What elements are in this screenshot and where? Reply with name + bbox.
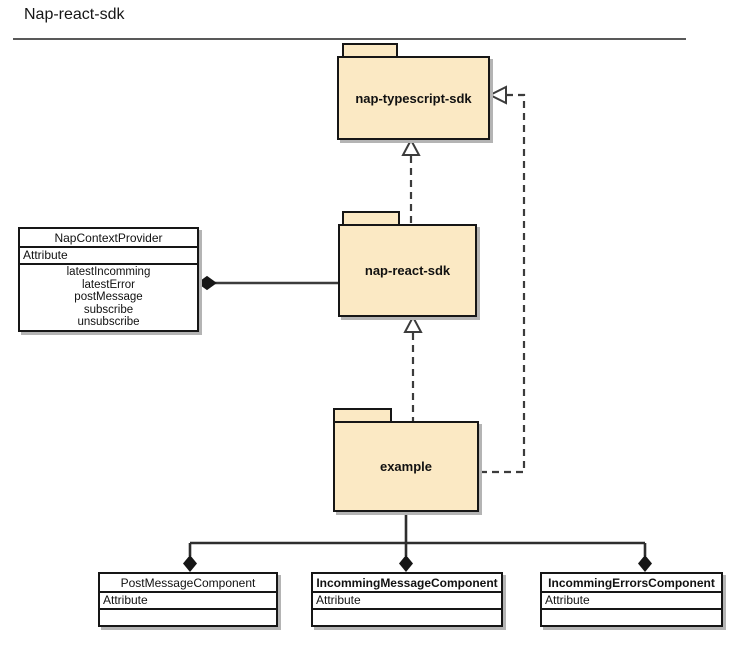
composition-tree-example-components — [183, 512, 652, 572]
package-example[interactable]: example — [333, 421, 479, 512]
attribute-item: latestIncomming — [66, 266, 151, 278]
package-tab-example — [333, 408, 392, 423]
arrow-example-to-typescript — [480, 85, 526, 474]
package-label: nap-typescript-sdk — [355, 90, 472, 106]
class-post-message-component[interactable]: PostMessageComponent Attribute — [98, 572, 278, 627]
package-nap-typescript-sdk[interactable]: nap-typescript-sdk — [337, 56, 490, 140]
attribute-item: unsubscribe — [77, 316, 140, 329]
package-tab-nap-typescript-sdk — [342, 43, 398, 58]
class-attributes — [100, 610, 276, 625]
class-incomming-errors-component[interactable]: IncommingErrorsComponent Attribute — [540, 572, 723, 627]
composition-provider-to-react — [197, 275, 340, 291]
arrow-example-to-react — [403, 314, 423, 421]
class-attributes — [313, 610, 501, 625]
class-section-label: Attribute — [100, 593, 276, 610]
diamond-postmessage — [183, 555, 197, 572]
package-nap-react-sdk[interactable]: nap-react-sdk — [338, 224, 477, 317]
package-label: nap-react-sdk — [364, 263, 451, 278]
attribute-item: postMessage — [74, 291, 143, 304]
package-tab-nap-react-sdk — [342, 211, 400, 226]
package-label: example — [379, 459, 433, 474]
class-attributes — [542, 610, 721, 625]
class-section-label: Attribute — [542, 593, 721, 610]
class-name: IncommingMessageComponent — [313, 574, 501, 593]
class-attributes: latestIncomming latestError postMessage … — [20, 265, 197, 330]
class-name: NapContextProvider — [20, 229, 197, 248]
diamond-incommingmessage — [399, 555, 413, 572]
class-incomming-message-component[interactable]: IncommingMessageComponent Attribute — [311, 572, 503, 627]
diamond-incommingerrors — [638, 555, 652, 572]
diagram-title: Nap-react-sdk — [24, 6, 125, 23]
class-nap-context-provider[interactable]: NapContextProvider Attribute latestIncom… — [18, 227, 199, 332]
class-section-label: Attribute — [20, 248, 197, 265]
class-name: IncommingErrorsComponent — [542, 574, 721, 593]
class-section-label: Attribute — [313, 593, 501, 610]
arrow-react-to-typescript — [401, 137, 421, 224]
title-rule — [13, 38, 686, 40]
class-name: PostMessageComponent — [100, 574, 276, 593]
attribute-item: subscribe — [83, 303, 134, 316]
attribute-item: latestError — [81, 278, 136, 291]
